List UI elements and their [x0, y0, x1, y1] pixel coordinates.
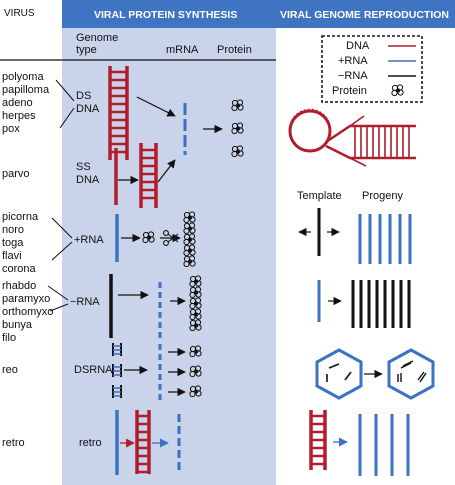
ssdna-duplex	[139, 143, 158, 208]
virus-name: paramyxo	[2, 293, 51, 305]
dsdna-genome	[108, 66, 129, 160]
virus-name: bunya	[2, 319, 32, 331]
virus-name: polyoma	[2, 71, 44, 83]
synthesis-panel	[62, 0, 276, 485]
virus-name: filo	[2, 332, 17, 344]
genome-type-header-line2: type	[76, 44, 97, 56]
reproduction-header-bar	[276, 0, 455, 28]
virus-name: flavi	[2, 250, 22, 262]
retro-provirus-dna	[135, 410, 151, 474]
legend-plus-rna-label: +RNA	[338, 55, 368, 67]
reo-template-capsid	[315, 348, 363, 400]
genome-type-label: −RNA	[70, 296, 100, 308]
genome-type-label: SS	[76, 161, 91, 173]
genome-type-label: +RNA	[74, 234, 104, 246]
minus-rna-progeny	[351, 280, 411, 328]
genome-type-label: DNA	[76, 103, 100, 115]
retro-template-dna	[309, 410, 327, 470]
plus-rna-progeny	[358, 214, 412, 264]
virus-name: parvo	[2, 168, 30, 180]
synthesis-header-bar	[62, 0, 276, 28]
dsdna-arrow	[136, 96, 176, 117]
legend-minus-rna-label: −RNA	[338, 70, 368, 82]
virus-name: orthomyxo	[2, 306, 54, 318]
legend-dna-label: DNA	[346, 40, 370, 52]
mrna-column-header: mRNA	[166, 44, 199, 56]
virus-name: adeno	[2, 97, 33, 109]
dsdna-rolling-circle	[288, 108, 416, 167]
synthesis-header: VIRAL PROTEIN SYNTHESIS	[94, 9, 238, 21]
protein-column-header: Protein	[217, 44, 252, 56]
genome-type-label: retro	[79, 437, 102, 449]
virus-name: picorna	[2, 211, 39, 223]
genome-type-label: DNA	[76, 174, 100, 186]
dsrna-segments	[112, 343, 122, 398]
virus-name: corona	[2, 263, 36, 275]
progeny-label: Progeny	[362, 190, 403, 202]
genome-type-header-line1: Genome	[76, 32, 119, 44]
reo-progeny-capsid	[387, 348, 435, 400]
ssdna-arrow	[157, 159, 176, 183]
virus-name: herpes	[2, 110, 36, 122]
virus-name: pox	[2, 123, 20, 135]
virus-name: toga	[2, 237, 24, 249]
virus-name: rhabdo	[2, 280, 37, 292]
template-label: Template	[297, 190, 342, 202]
genome-type-label: DSRNA	[74, 364, 113, 376]
virus-name: retro	[2, 437, 25, 449]
label-connectors	[47, 79, 75, 312]
virus-name: noro	[2, 224, 25, 236]
reproduction-header: VIRAL GENOME REPRODUCTION	[280, 9, 449, 21]
genome-type-label: DS	[76, 90, 92, 102]
legend-protein-icon	[391, 84, 404, 97]
retro-progeny	[358, 414, 410, 476]
legend-protein-label: Protein	[332, 85, 367, 97]
virus-column-header: VIRUS	[4, 8, 35, 19]
virus-name: papilloma	[2, 84, 50, 96]
virus-name: reo	[2, 364, 18, 376]
legend-box	[321, 35, 423, 103]
